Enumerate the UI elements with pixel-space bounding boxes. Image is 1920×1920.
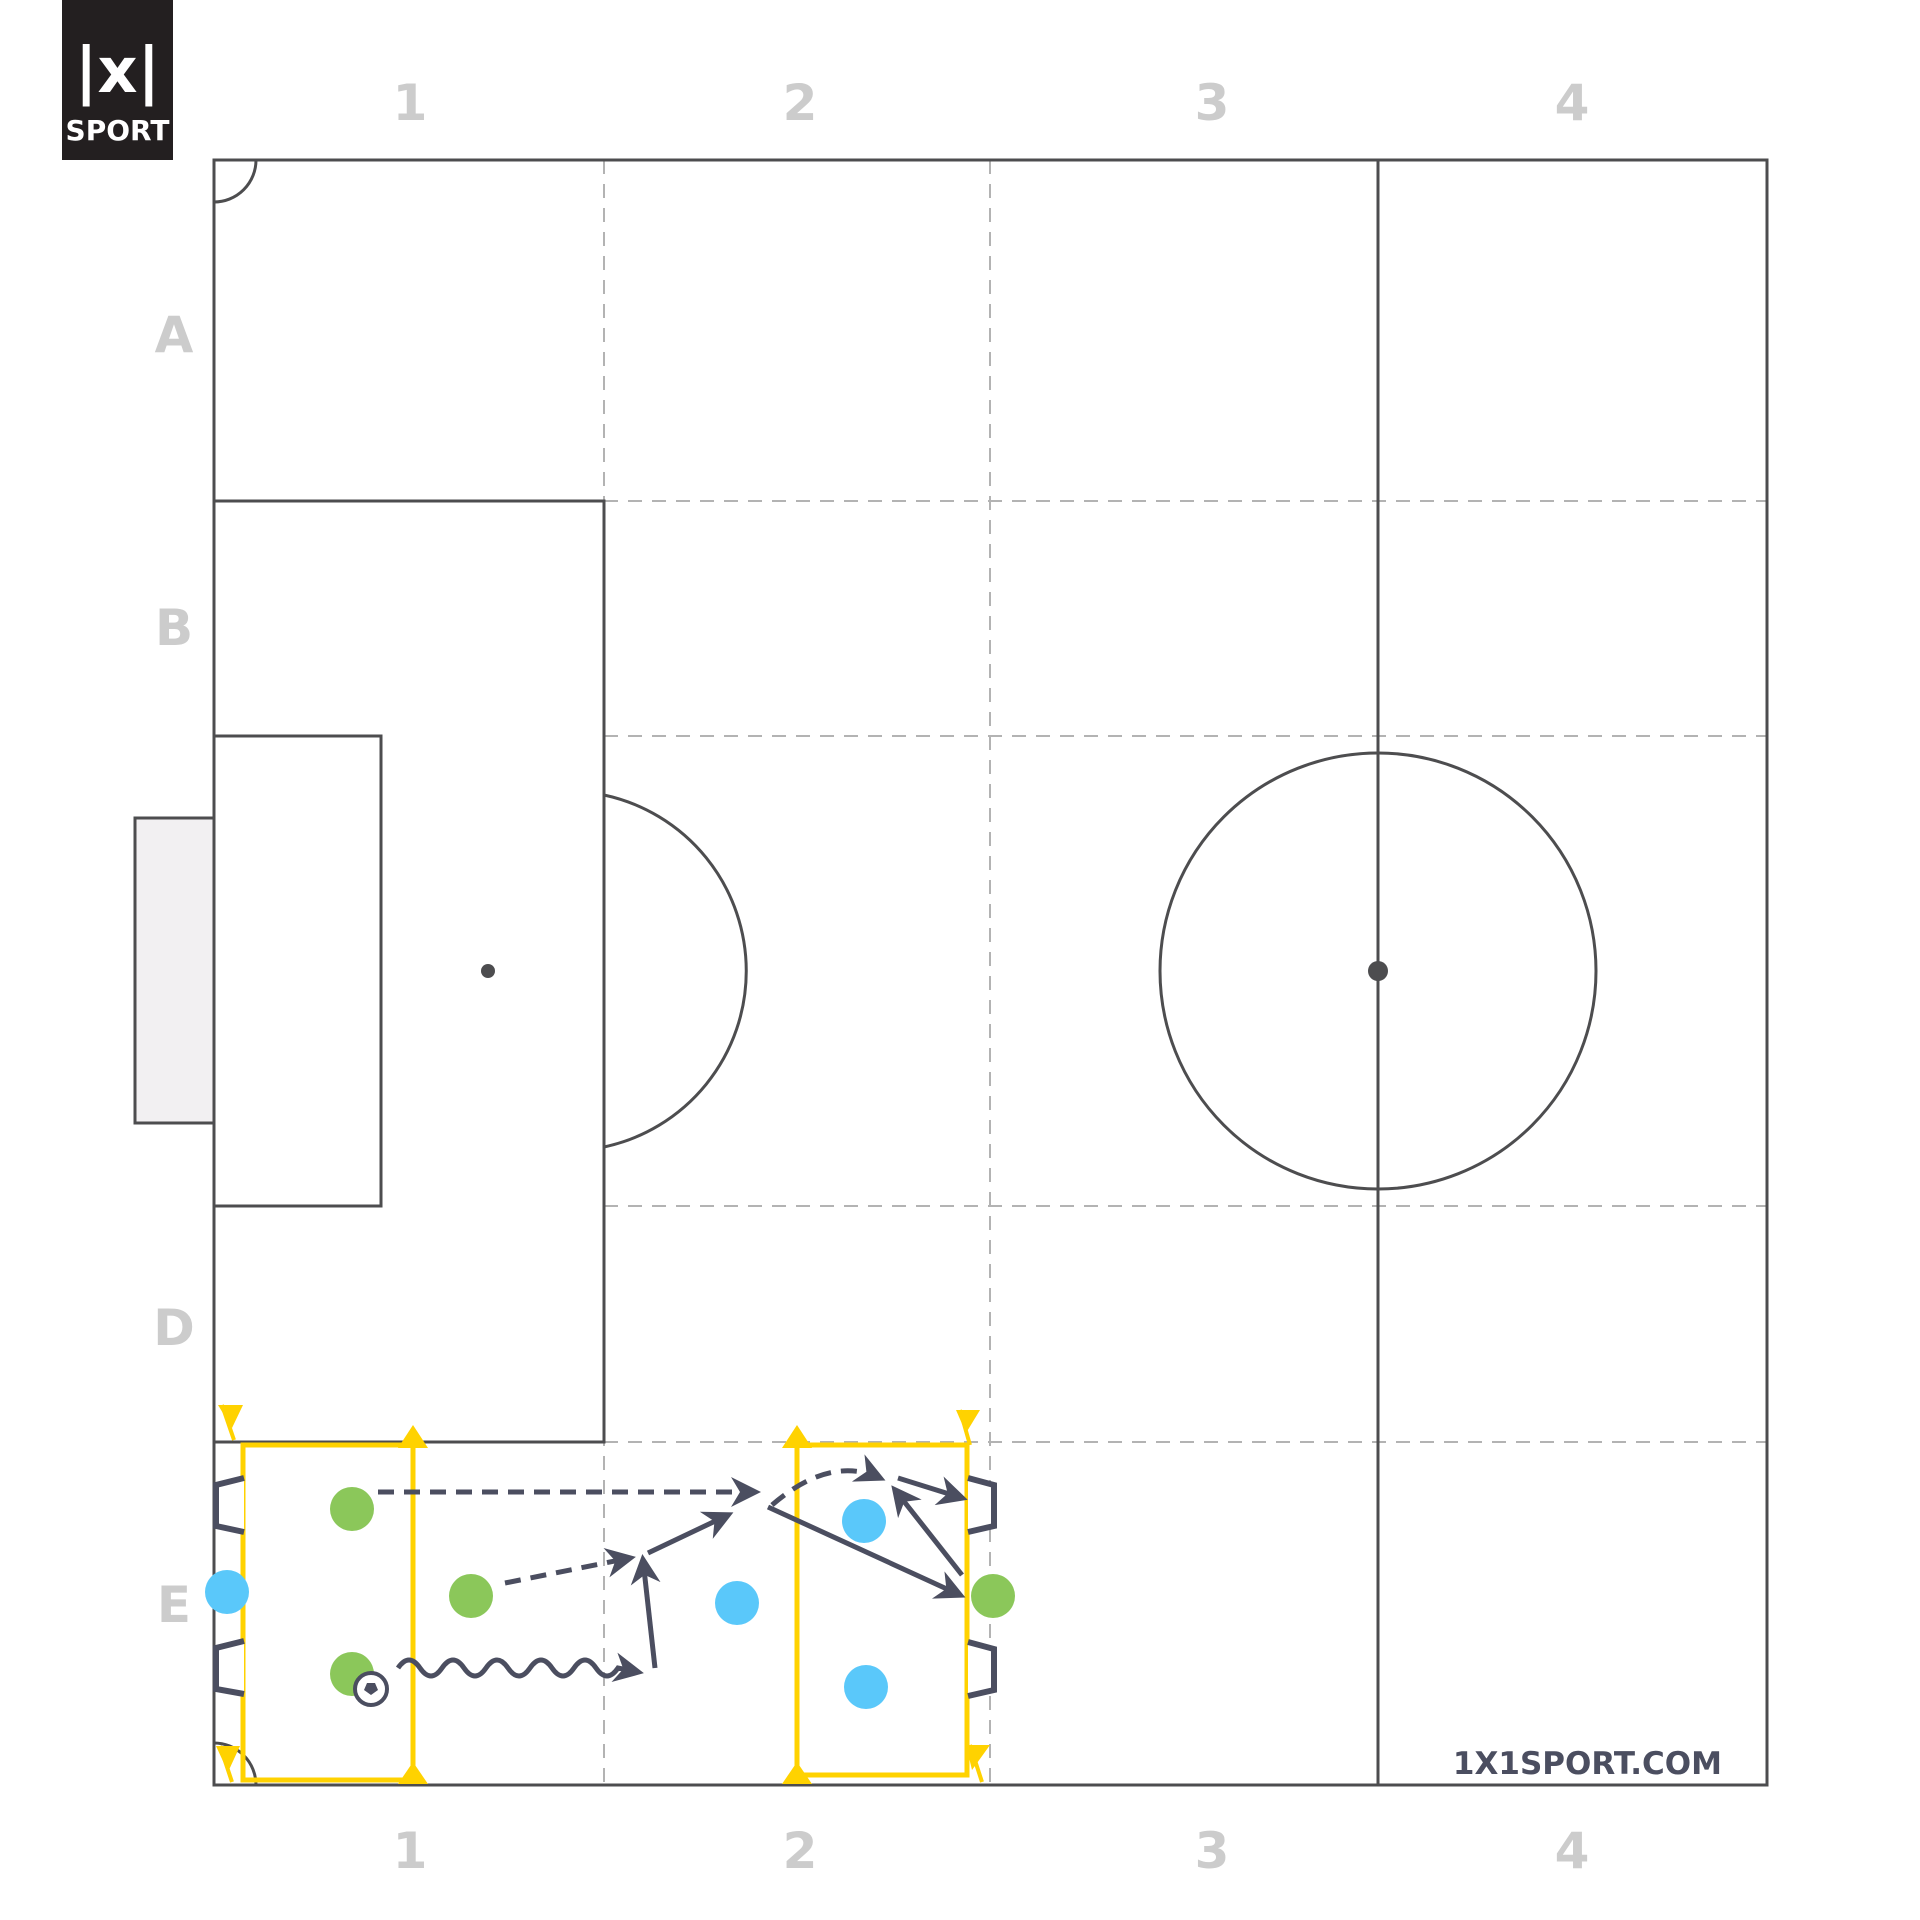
movement-arrows <box>378 1454 968 1683</box>
mini-goal-icon <box>967 1475 997 1535</box>
mini-goals <box>213 1475 997 1699</box>
penalty-area <box>212 499 606 1444</box>
zone-grid <box>603 160 1767 1785</box>
column-labels-bottom: 1 2 3 4 <box>393 1822 1590 1880</box>
practice-grid-left <box>240 1442 416 1783</box>
flag-pole <box>958 1409 972 1446</box>
pass-arrow <box>766 1504 966 1599</box>
center-circle <box>1158 751 1598 1191</box>
player-blue <box>205 1570 249 1614</box>
run-arrow <box>504 1547 636 1586</box>
pass-arrow <box>891 1485 964 1577</box>
flag-pole <box>968 1744 984 1783</box>
run-arrow <box>770 1454 886 1507</box>
row-label: E <box>157 1576 191 1634</box>
mini-goal-icon <box>967 1639 997 1699</box>
column-label: 1 <box>393 1822 428 1880</box>
cone-marker-icon <box>398 1425 428 1448</box>
player-green <box>330 1487 374 1531</box>
practice-grid-right <box>794 1442 970 1778</box>
team-blue <box>205 1499 888 1709</box>
player-blue <box>842 1499 886 1543</box>
mini-goal-icon <box>213 1638 245 1697</box>
logo-text: SPORT <box>65 114 170 147</box>
team-green <box>330 1487 1015 1696</box>
column-label: 1 <box>393 74 428 132</box>
practice-areas <box>240 1442 970 1783</box>
column-label: 3 <box>1195 74 1230 132</box>
flag-poles <box>218 1404 984 1783</box>
flag-pole <box>220 1404 236 1441</box>
flag-pole <box>218 1745 234 1783</box>
dribble-arrow <box>395 1652 644 1683</box>
mini-goal-icon <box>213 1475 245 1535</box>
goal-area <box>212 734 383 1208</box>
player-blue <box>844 1665 888 1709</box>
player-green <box>449 1574 493 1618</box>
cone-marker-icon <box>782 1425 812 1448</box>
pass-arrow <box>646 1511 734 1556</box>
player-green <box>971 1574 1015 1618</box>
logo-mark: |x| <box>74 34 161 107</box>
row-label: D <box>153 1299 195 1357</box>
watermark-text: 1X1SPORT.COM <box>1453 1746 1722 1782</box>
column-label: 4 <box>1555 74 1590 132</box>
column-label: 4 <box>1555 1822 1590 1880</box>
player-blue <box>715 1581 759 1625</box>
column-label: 2 <box>783 1822 818 1880</box>
pass-arrow <box>897 1475 968 1506</box>
penalty-spot <box>481 964 495 978</box>
ball-icon <box>353 1671 389 1707</box>
corner-arc-top <box>213 159 258 204</box>
center-spot <box>1368 961 1388 981</box>
cone-marker-icon <box>782 1762 812 1784</box>
pass-arrow <box>630 1554 661 1669</box>
row-label: A <box>155 306 194 364</box>
brand-logo: |x| SPORT <box>62 0 173 160</box>
column-labels-top: 1 2 3 4 <box>393 74 1590 132</box>
ball-panel <box>364 1683 378 1695</box>
column-label: 3 <box>1195 1822 1230 1880</box>
penalty-arc <box>603 793 748 1149</box>
goal <box>133 816 216 1125</box>
row-label: B <box>155 599 193 657</box>
cone-marker-icon <box>398 1762 428 1784</box>
pitch-lines <box>133 158 1769 1787</box>
column-label: 2 <box>783 74 818 132</box>
